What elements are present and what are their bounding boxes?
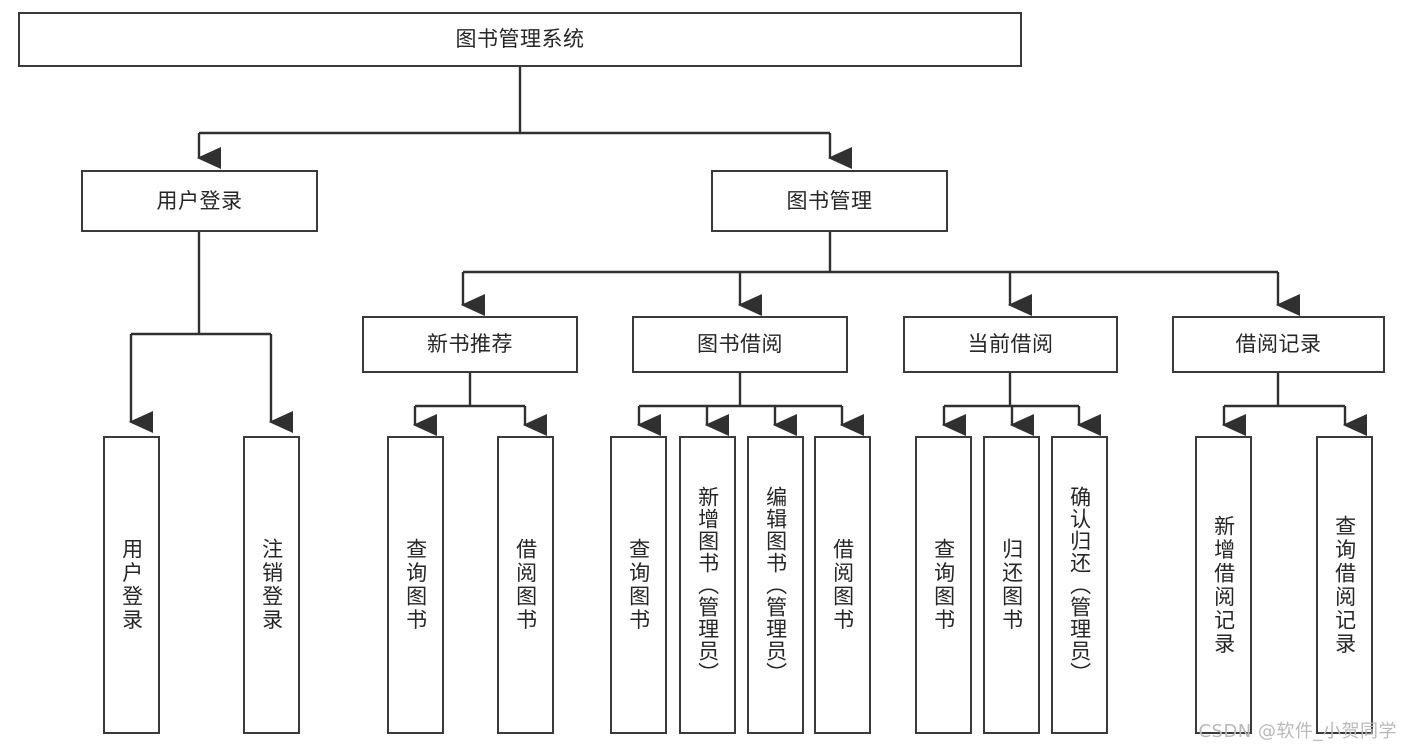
node-leaf-user-login[interactable]: 用户登录	[103, 436, 160, 734]
node-leaf-borrow-book-1[interactable]: 借阅图书	[497, 436, 554, 734]
node-book-borrow-label: 图书借阅	[697, 332, 783, 357]
node-leaf-query-book-2[interactable]: 查询图书	[610, 436, 667, 734]
node-user-login-label: 用户登录	[156, 188, 243, 213]
node-leaf-query-record-label: 查询借阅记录	[1332, 514, 1357, 656]
node-root[interactable]: 图书管理系统	[18, 12, 1022, 67]
node-leaf-query-book-3-label: 查询图书	[931, 538, 956, 632]
node-new-book-rec[interactable]: 新书推荐	[362, 316, 578, 373]
node-borrow-record[interactable]: 借阅记录	[1172, 316, 1385, 373]
node-current-borrow-label: 当前借阅	[967, 332, 1054, 357]
node-leaf-confirm-return[interactable]: 确认归还（管理员）	[1051, 436, 1108, 734]
node-leaf-edit-book-label: 编辑图书（管理员）	[763, 486, 788, 684]
node-leaf-return-book-label: 归还图书	[999, 538, 1024, 632]
node-leaf-query-book-3[interactable]: 查询图书	[915, 436, 972, 734]
node-leaf-edit-book[interactable]: 编辑图书（管理员）	[747, 436, 804, 734]
node-leaf-return-book[interactable]: 归还图书	[983, 436, 1040, 734]
node-leaf-add-book-label: 新增图书（管理员）	[695, 486, 720, 684]
node-book-manage[interactable]: 图书管理	[711, 170, 948, 232]
node-book-manage-label: 图书管理	[786, 188, 873, 213]
node-leaf-add-book[interactable]: 新增图书（管理员）	[679, 436, 736, 734]
node-borrow-record-label: 借阅记录	[1235, 332, 1322, 357]
node-leaf-query-record[interactable]: 查询借阅记录	[1316, 436, 1373, 734]
node-leaf-user-login-label: 用户登录	[119, 538, 144, 632]
node-leaf-user-logout[interactable]: 注销登录	[243, 436, 300, 734]
node-current-borrow[interactable]: 当前借阅	[903, 316, 1118, 373]
node-leaf-query-book-1-label: 查询图书	[403, 538, 428, 632]
node-new-book-rec-label: 新书推荐	[427, 332, 513, 357]
node-leaf-add-record[interactable]: 新增借阅记录	[1195, 436, 1252, 734]
node-book-borrow[interactable]: 图书借阅	[632, 316, 848, 373]
node-leaf-query-book-2-label: 查询图书	[626, 538, 651, 632]
node-leaf-query-book-1[interactable]: 查询图书	[387, 436, 444, 734]
node-leaf-user-logout-label: 注销登录	[259, 538, 284, 632]
node-leaf-add-record-label: 新增借阅记录	[1211, 514, 1236, 656]
node-leaf-confirm-return-label: 确认归还（管理员）	[1067, 486, 1092, 684]
node-leaf-borrow-book-2[interactable]: 借阅图书	[814, 436, 871, 734]
node-leaf-borrow-book-2-label: 借阅图书	[830, 538, 855, 632]
node-root-label: 图书管理系统	[455, 27, 585, 52]
node-leaf-borrow-book-1-label: 借阅图书	[513, 538, 538, 632]
node-user-login[interactable]: 用户登录	[81, 170, 318, 232]
